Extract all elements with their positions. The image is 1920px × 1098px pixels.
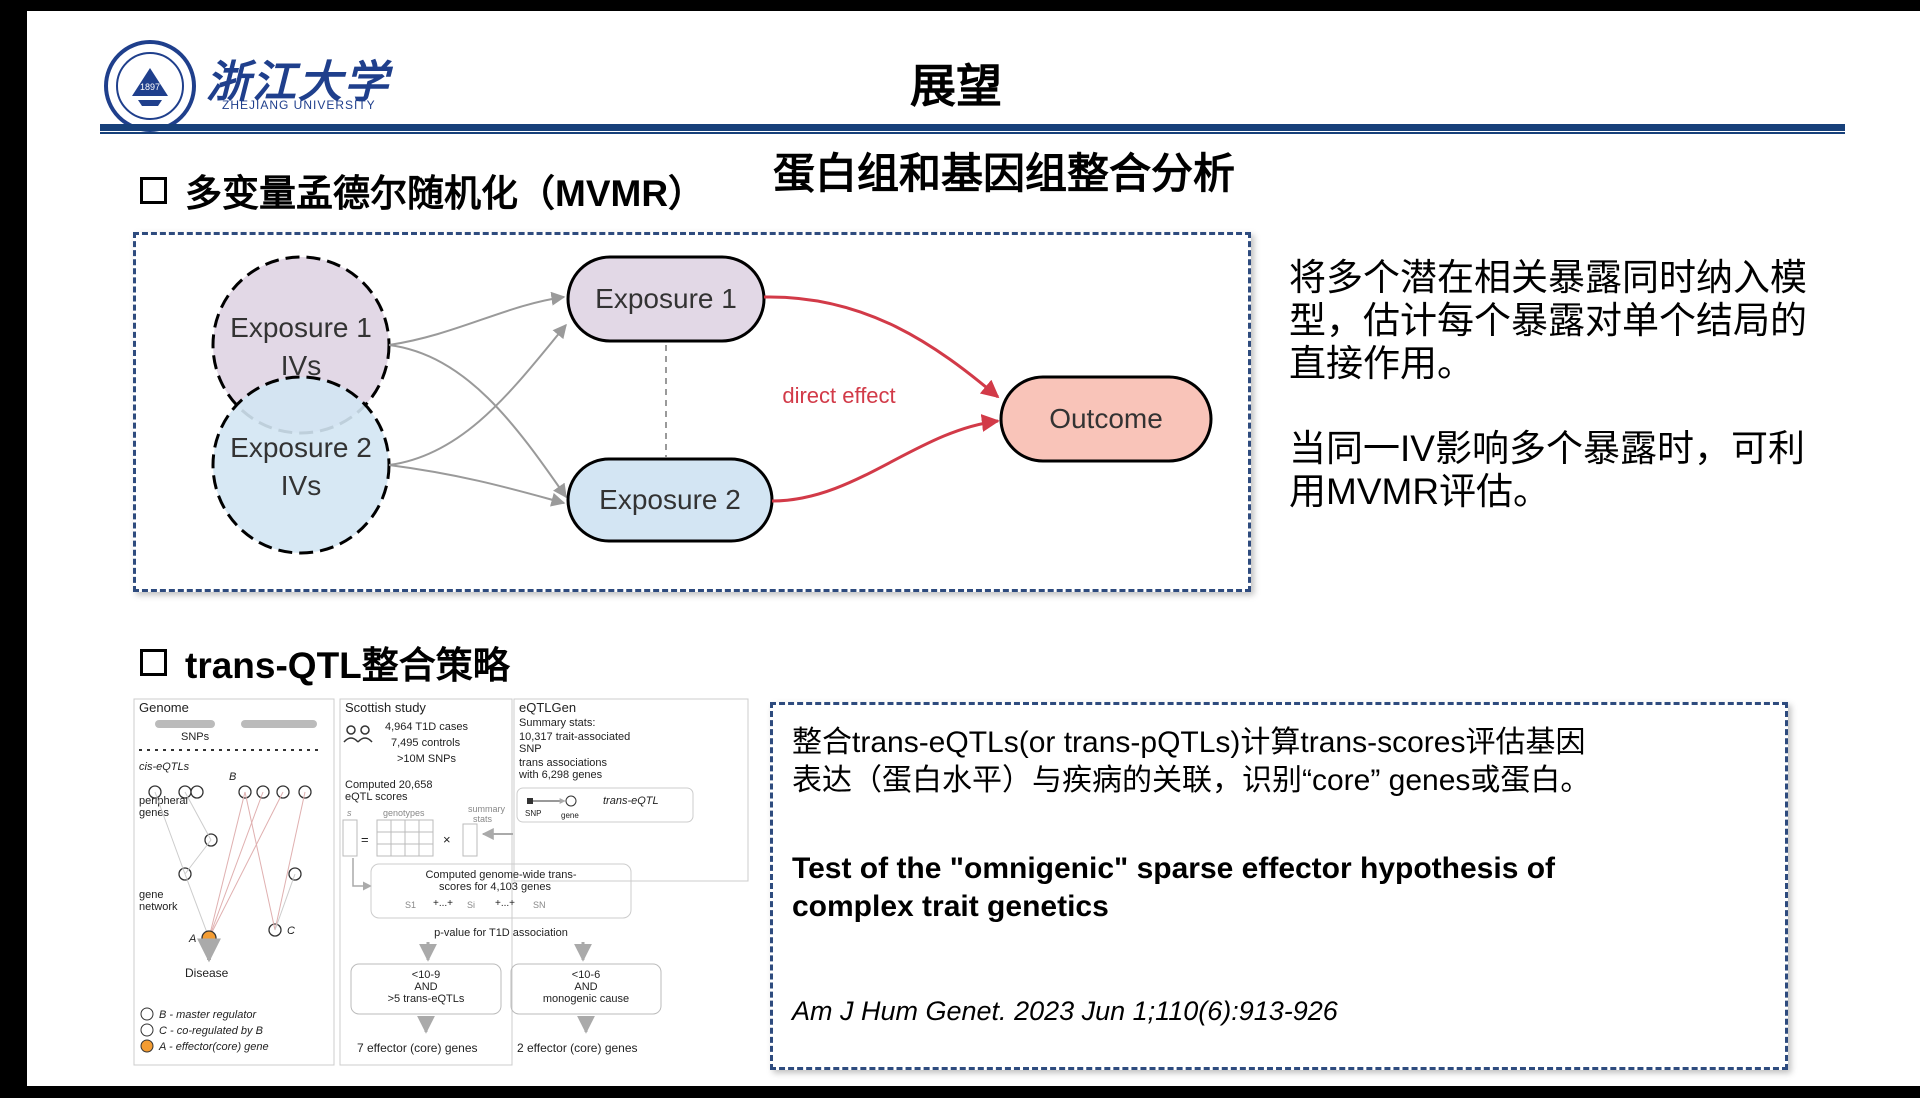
svg-text:with 6,298 genes: with 6,298 genes (518, 769, 603, 781)
page-title: 展望 (910, 60, 1002, 112)
svg-text:genotypes: genotypes (383, 808, 425, 818)
svg-text:summary: summary (468, 804, 506, 814)
university-seal-icon: 1897 (104, 40, 196, 132)
arrow-iv1-exp2 (388, 344, 567, 499)
eqtlgen-label: eQTLGen (519, 700, 576, 715)
iv1-label-line1: Exposure 1 (230, 312, 372, 343)
svg-text:+...+: +...+ (433, 898, 453, 909)
arrow-iv2-exp2 (388, 464, 566, 507)
arrow-exp1-outcome (763, 295, 1000, 399)
svg-text:×: × (443, 832, 451, 847)
svg-text:Computed genome-wide trans-: Computed genome-wide trans- (425, 869, 576, 881)
gene-network-label-2: network (139, 901, 178, 913)
arrow-iv1-exp1 (388, 291, 566, 346)
bullet-square-icon (140, 176, 167, 204)
exposure2-label: Exposure 2 (599, 484, 741, 515)
paper-title: Test of the "omnigenic" sparse effector … (792, 852, 1556, 923)
node-b-label: B (229, 771, 236, 783)
section-heading-mvmr: 多变量孟德尔随机化（MVMR） (140, 163, 705, 217)
svg-text:=: = (361, 832, 369, 847)
section-heading-text: 多变量孟德尔随机化（MVMR） (185, 173, 706, 214)
bullet-square-icon (140, 648, 167, 676)
trans-qtl-description: 整合trans-eQTLs(or trans-pQTLs)计算trans-sco… (792, 726, 1591, 797)
gene-network-label-1: gene (139, 889, 163, 901)
iv1-label-line2: IVs (281, 350, 321, 381)
trans-qtl-figure-svg: Genome SNPs cis-eQTLs B peripheral genes… (133, 698, 749, 1066)
section-subtitle: 蛋白组和基因组整合分析 (773, 150, 1236, 197)
paper-citation: Am J Hum Genet. 2023 Jun 1;110(6):913-92… (792, 996, 1338, 1026)
svg-text:stats: stats (473, 814, 493, 824)
svg-text:>10M SNPs: >10M SNPs (397, 753, 456, 765)
svg-text:trans-eQTL: trans-eQTL (603, 795, 659, 807)
svg-text:Si: Si (467, 900, 475, 910)
mvmr-diagram: Exposure 1 IVs Exposure 2 IVs Exposure 1… (211, 255, 1213, 555)
legend-c: C - co-regulated by B (159, 1025, 263, 1037)
iv2-label-line1: Exposure 2 (230, 432, 372, 463)
svg-text:Summary stats:: Summary stats: (519, 717, 595, 729)
svg-text:Computed 20,658: Computed 20,658 (345, 779, 432, 791)
svg-text:+...+: +...+ (495, 898, 515, 909)
svg-text:>5 trans-eQTLs: >5 trans-eQTLs (388, 993, 465, 1005)
arrow-iv2-exp1 (388, 323, 567, 466)
snps-label: SNPs (181, 731, 210, 743)
mvmr-description-1: 将多个潜在相关暴露同时纳入模 型，估计每个暴露对单个结局的 直接作用。 (1289, 257, 1807, 384)
svg-text:<10-6: <10-6 (572, 969, 600, 981)
svg-text:SNP: SNP (525, 809, 541, 818)
svg-text:10,317 trait-associated: 10,317 trait-associated (519, 731, 630, 743)
university-logo-en: ZHEJIANG UNIVERSITY (222, 98, 376, 112)
outcome-node (999, 375, 1213, 463)
peripheral-label-1: peripheral (139, 795, 188, 807)
university-logo-cn: 浙江大学 (206, 57, 390, 108)
iv2-label-line2: IVs (281, 470, 321, 501)
svg-text:<10-9: <10-9 (412, 969, 440, 981)
trans-qtl-text-box (770, 702, 1788, 1070)
svg-text:1897: 1897 (140, 82, 160, 92)
iv2-circle (211, 375, 391, 555)
disease-label: Disease (185, 966, 229, 980)
svg-text:AND: AND (574, 981, 597, 993)
svg-text:gene: gene (561, 811, 579, 820)
header-rule (100, 124, 1845, 131)
section-heading-text: trans-QTL整合策略 (185, 645, 510, 686)
exposure1-label: Exposure 1 (595, 283, 737, 314)
genome-label: Genome (139, 700, 189, 715)
result-left: 7 effector (core) genes (357, 1041, 478, 1055)
scottish-study-label: Scottish study (345, 700, 426, 715)
svg-text:4,964 T1D cases: 4,964 T1D cases (385, 721, 468, 733)
legend-b: B - master regulator (159, 1009, 258, 1021)
legend-a: A - effector(core) gene (158, 1041, 269, 1053)
result-right: 2 effector (core) genes (517, 1041, 638, 1055)
peripheral-label-2: genes (139, 807, 169, 819)
outcome-label: Outcome (1049, 403, 1163, 434)
svg-text:trans associations: trans associations (519, 757, 608, 769)
svg-text:eQTL scores: eQTL scores (345, 791, 408, 803)
node-a-label: A (188, 933, 196, 945)
mvmr-diagram-box: Exposure 1 IVs Exposure 2 IVs Exposure 1… (133, 232, 1251, 592)
arrow-exp2-outcome (771, 414, 1000, 503)
section-heading-trans-qtl: trans-QTL整合策略 (140, 635, 510, 689)
svg-text:SNP: SNP (519, 743, 542, 755)
svg-text:SN: SN (533, 900, 546, 910)
exposure1-node (566, 255, 766, 343)
svg-text:scores for 4,103 genes: scores for 4,103 genes (439, 881, 551, 893)
svg-text:7,495 controls: 7,495 controls (391, 737, 461, 749)
mvmr-description-2: 当同一IV影响多个暴露时，可利 用MVMR评估。 (1289, 428, 1805, 512)
svg-text:s: s (347, 808, 352, 818)
node-c-label: C (287, 925, 295, 937)
svg-text:S1: S1 (405, 900, 416, 910)
direct-effect-label: direct effect (782, 383, 895, 408)
header-rule-thin (100, 132, 1845, 134)
cis-eqtls-label: cis-eQTLs (139, 761, 190, 773)
trans-qtl-figure: Genome SNPs cis-eQTLs B peripheral genes… (133, 698, 749, 1066)
svg-text:AND: AND (414, 981, 437, 993)
pvalue-label: p-value for T1D association (434, 927, 568, 939)
svg-text:monogenic cause: monogenic cause (543, 993, 629, 1005)
